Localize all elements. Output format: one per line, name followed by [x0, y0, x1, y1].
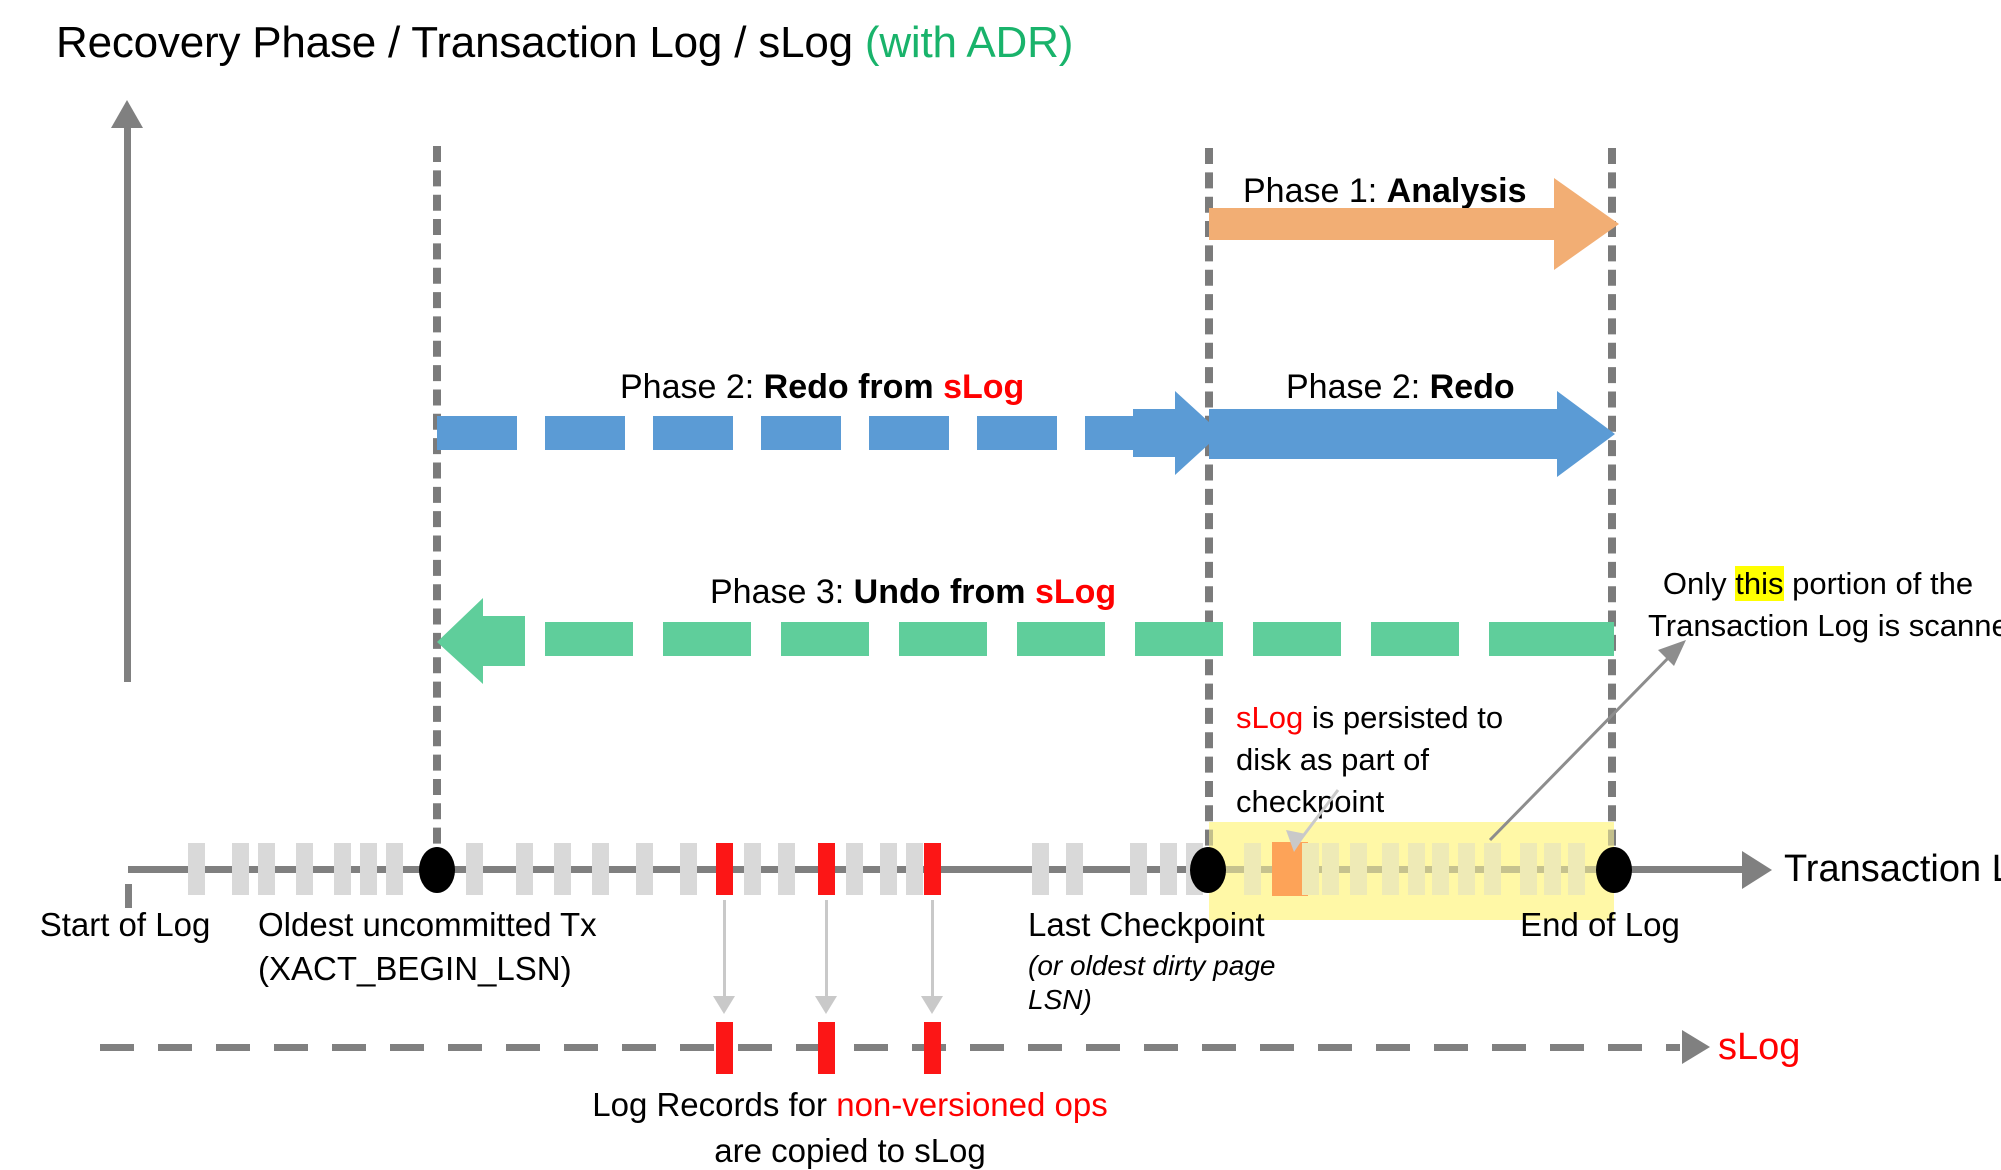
marker-label-last-checkpoint-line1: Last Checkpoint: [1028, 906, 1265, 943]
annotation-only-this-post: portion of the: [1783, 566, 1974, 601]
guide-line-oldest-uncommitted-tx: [433, 146, 441, 868]
phase2-redo-prefix: Phase 2:: [1286, 368, 1430, 406]
phase2-redo-label: Phase 2: Redo: [1286, 368, 1515, 407]
annotation-log-records-copied: Log Records for non-versioned ops are co…: [520, 1086, 1180, 1170]
phase2-redo-name: Redo: [1429, 368, 1515, 406]
annotation-log-records-keyword: non-versioned ops: [836, 1086, 1108, 1123]
annotation-only-this-pre: Only: [1662, 566, 1736, 601]
phase2-slog-prefix: Phase 2:: [620, 368, 764, 406]
page-title-main: Recovery Phase / Transaction Log / sLog: [56, 18, 865, 67]
marker-label-oldest-uncommitted-tx-line1: Oldest uncommitted Tx: [258, 906, 597, 943]
phase3-undo-suffix: sLog: [1034, 573, 1117, 611]
phase3-undo-prefix: Phase 3:: [710, 573, 854, 611]
annotation-log-records-pre: Log Records for: [592, 1086, 837, 1123]
slog-axis-label: sLog: [1718, 1026, 1801, 1068]
phase1-prefix: Phase 1:: [1243, 172, 1387, 210]
annotation-only-this-highlight: this: [1735, 566, 1784, 601]
phase1-label: Phase 1: Analysis: [1243, 172, 1527, 211]
marker-label-end-of-log: End of Log: [1520, 906, 1680, 943]
guide-line-last-checkpoint: [1205, 148, 1213, 870]
marker-label-start-of-log: Start of Log: [39, 906, 211, 943]
slog-record: [716, 1022, 733, 1074]
annotation-only-this-portion-callout-line: [1488, 640, 1686, 842]
phase2-redo-arrow: [1209, 391, 1615, 477]
marker-dot-last-checkpoint: [1190, 847, 1226, 893]
annotation-slog-persisted: sLog is persisted to disk as part of che…: [1236, 700, 1526, 820]
marker-label-oldest-uncommitted-tx-line2: (XACT_BEGIN_LSN): [258, 950, 572, 987]
slog-record: [818, 1022, 835, 1074]
annotation-log-records-line2: are copied to sLog: [714, 1132, 986, 1169]
transaction-log-axis-label: Transaction Log: [1784, 848, 2001, 890]
page-title-adr-suffix: (with ADR): [864, 18, 1074, 67]
vertical-axis: [124, 126, 131, 682]
annotation-only-this-portion: Only this portion of the Transaction Log…: [1648, 566, 2001, 644]
marker-label-oldest-uncommitted-tx: Oldest uncommitted Tx (XACT_BEGIN_LSN): [258, 906, 618, 988]
annotation-slog-persisted-line1: is persisted to: [1303, 700, 1504, 735]
annotation-only-this-line2: Transaction Log is scanned.: [1648, 608, 2001, 643]
marker-label-last-checkpoint-line2: (or oldest dirty page: [1028, 950, 1276, 981]
guide-line-end-of-log: [1608, 148, 1616, 870]
annotation-slog-persisted-callout-line: [1286, 789, 1340, 852]
annotation-slog-persisted-line3: checkpoint: [1236, 784, 1385, 819]
slog-record: [924, 1022, 941, 1074]
phase2-slog-suffix: sLog: [943, 368, 1025, 406]
vertical-axis-arrowhead: [111, 100, 143, 128]
annotation-slog-persisted-line2: disk as part of: [1236, 742, 1429, 777]
marker-dot-oldest-uncommitted-tx: [419, 847, 455, 893]
marker-label-last-checkpoint: Last Checkpoint (or oldest dirty page LS…: [1028, 906, 1368, 1016]
marker-dot-end-of-log: [1596, 847, 1632, 893]
annotation-slog-persisted-keyword: sLog: [1236, 700, 1304, 735]
phase3-undo-name: Undo from: [853, 573, 1035, 611]
slog-axis-arrowhead: [1682, 1030, 1710, 1064]
page-title: Recovery Phase / Transaction Log / sLog …: [56, 18, 1073, 68]
phase1-name: Analysis: [1386, 172, 1527, 210]
transaction-log-axis-arrowhead: [1742, 851, 1772, 889]
phase3-undo-label: Phase 3: Undo from sLog: [710, 573, 1116, 612]
phase2-slog-label: Phase 2: Redo from sLog: [620, 368, 1024, 407]
start-of-log-tick: [125, 884, 132, 908]
phase2-slog-name: Redo from: [763, 368, 944, 406]
phase1-analysis-arrow: [1209, 178, 1619, 270]
marker-label-last-checkpoint-line3: LSN): [1028, 984, 1092, 1015]
